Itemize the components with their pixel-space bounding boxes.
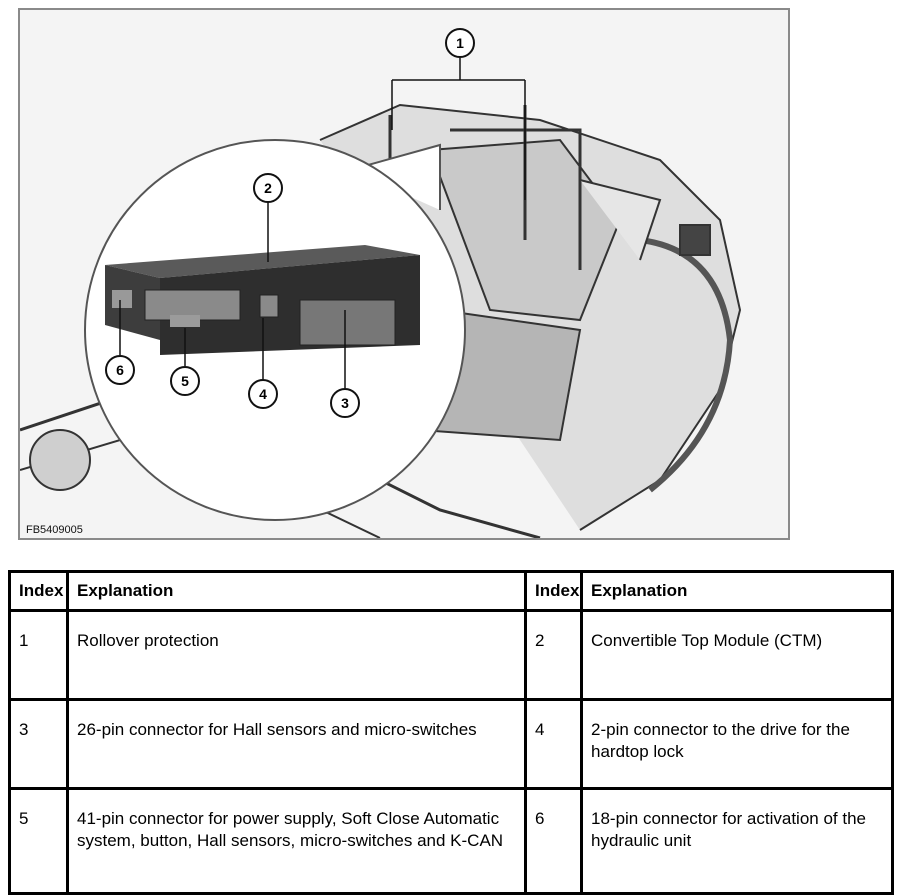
legend-header-row: Index Explanation Index Explanation bbox=[8, 570, 894, 612]
svg-text:1: 1 bbox=[456, 35, 464, 51]
table-row: 3 26-pin connector for Hall sensors and … bbox=[8, 698, 894, 790]
callout-3: 3 bbox=[330, 388, 360, 418]
car-body-drawing bbox=[20, 103, 742, 538]
callout-4: 4 bbox=[248, 379, 278, 409]
svg-text:5: 5 bbox=[181, 373, 189, 389]
callout-5: 5 bbox=[170, 366, 200, 396]
image-code: FB5409005 bbox=[26, 524, 83, 536]
legend-table: Index Explanation Index Explanation 1 Ro… bbox=[8, 570, 894, 895]
explanation-cell: 26-pin connector for Hall sensors and mi… bbox=[66, 698, 527, 790]
callout-lines bbox=[119, 58, 526, 388]
index-cell: 2 bbox=[524, 609, 583, 701]
explanation-cell: Rollover protection bbox=[66, 609, 527, 701]
svg-text:2: 2 bbox=[264, 180, 272, 196]
index-cell: 3 bbox=[8, 698, 69, 790]
header-index-b: Index bbox=[524, 570, 583, 612]
svg-text:4: 4 bbox=[259, 386, 267, 402]
explanation-cell: 18-pin connector for activation of the h… bbox=[580, 787, 894, 895]
callout-1: 1 bbox=[445, 28, 475, 58]
index-cell: 5 bbox=[8, 787, 69, 895]
callout-6: 6 bbox=[105, 355, 135, 385]
svg-text:6: 6 bbox=[116, 362, 124, 378]
explanation-cell: Convertible Top Module (CTM) bbox=[580, 609, 894, 701]
index-cell: 6 bbox=[524, 787, 583, 895]
header-explanation-a: Explanation bbox=[66, 570, 527, 612]
illustration-drawing: 1 2 3 4 5 6 bbox=[20, 28, 742, 538]
header-index-a: Index bbox=[8, 570, 69, 612]
svg-text:3: 3 bbox=[341, 395, 349, 411]
vehicle-illustration: 1 2 3 4 5 6 FB5409005 bbox=[18, 8, 790, 540]
table-row: 5 41-pin connector for power supply, Sof… bbox=[8, 787, 894, 895]
index-cell: 4 bbox=[524, 698, 583, 790]
ctm-module-drawing bbox=[105, 245, 420, 355]
explanation-cell: 41-pin connector for power supply, Soft … bbox=[66, 787, 527, 895]
table-row: 1 Rollover protection 2 Convertible Top … bbox=[8, 609, 894, 701]
explanation-cell: 2-pin connector to the drive for the har… bbox=[580, 698, 894, 790]
callout-2: 2 bbox=[253, 173, 283, 203]
header-explanation-b: Explanation bbox=[580, 570, 894, 612]
index-cell: 1 bbox=[8, 609, 69, 701]
